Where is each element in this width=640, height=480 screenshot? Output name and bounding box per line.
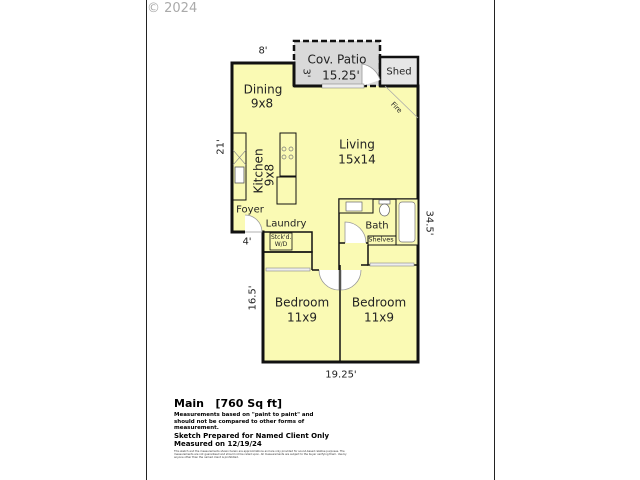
toilet-tank bbox=[378, 199, 391, 205]
bath-door bbox=[344, 221, 367, 244]
dimension-left: 21' bbox=[215, 139, 227, 155]
plan-title: Main [760 Sq ft] bbox=[174, 397, 282, 410]
shelves bbox=[367, 235, 397, 246]
fireplace-line bbox=[384, 85, 419, 119]
plan-notes: Main [760 Sq ft] Measurements based on "… bbox=[174, 397, 354, 459]
dimension-top: 8' bbox=[258, 45, 268, 57]
bedroom1-label: Bedroom bbox=[274, 295, 330, 310]
stove-burners bbox=[281, 146, 294, 160]
kitchen-counter-lower bbox=[276, 176, 297, 205]
patio-width: 15.25' bbox=[322, 68, 360, 83]
patio-label: Cov. Patio bbox=[307, 52, 367, 67]
copyright-watermark: © 2024 bbox=[147, 1, 198, 16]
kitchen-size: 9x8 bbox=[262, 163, 277, 187]
dimension-bottom: 19.25' bbox=[325, 369, 357, 381]
laundry-label: Laundry bbox=[265, 218, 307, 230]
main-floor bbox=[232, 63, 418, 362]
dining-label: Dining bbox=[243, 82, 283, 97]
kitchen-island bbox=[279, 132, 297, 177]
shed bbox=[378, 55, 420, 88]
toilet-bowl bbox=[379, 203, 390, 217]
dimension-right: 34.5' bbox=[423, 210, 435, 236]
exterior-wall bbox=[230, 61, 296, 234]
bath-label: Bath bbox=[365, 220, 389, 232]
measurement-note: Measurements based on "paint to paint" a… bbox=[174, 412, 314, 431]
fine-print: This sketch and the measurements shown h… bbox=[174, 449, 347, 460]
closet-sliding-door bbox=[369, 262, 415, 267]
bedroom2-door bbox=[340, 269, 362, 291]
bedroom2-label: Bedroom bbox=[351, 295, 407, 310]
dining-size: 9x8 bbox=[250, 96, 274, 111]
kitchen-counter-left bbox=[232, 132, 247, 201]
dimension-foyer: 4' bbox=[242, 236, 252, 248]
dimension-bedrooms-left: 16.5' bbox=[247, 285, 259, 311]
washer-dryer-label: Stck'd. W/D bbox=[271, 234, 292, 248]
closet-left bbox=[263, 251, 313, 270]
patio-depth: 3' bbox=[300, 68, 312, 78]
closet-sliding-door bbox=[265, 267, 311, 272]
washer-dryer bbox=[269, 232, 293, 251]
kitchen-sink bbox=[234, 166, 245, 184]
bedroom1-door bbox=[318, 269, 340, 291]
shelves-label: Shelves bbox=[368, 235, 394, 244]
patio-door-swing bbox=[361, 63, 381, 86]
foyer-label: Foyer bbox=[236, 204, 264, 216]
living-label: Living bbox=[339, 137, 375, 152]
measured-date: Measured on 12/19/24 bbox=[174, 439, 262, 448]
bedroom2-size: 11x9 bbox=[363, 310, 395, 325]
client-note: Sketch Prepared for Named Client Only bbox=[174, 431, 330, 440]
living-size: 15x14 bbox=[338, 152, 376, 167]
patio-slider bbox=[321, 83, 365, 89]
bedroom1-size: 11x9 bbox=[286, 310, 318, 325]
shed-label: Shed bbox=[386, 66, 412, 78]
bath-sink bbox=[345, 201, 363, 212]
foyer-door bbox=[244, 214, 263, 233]
